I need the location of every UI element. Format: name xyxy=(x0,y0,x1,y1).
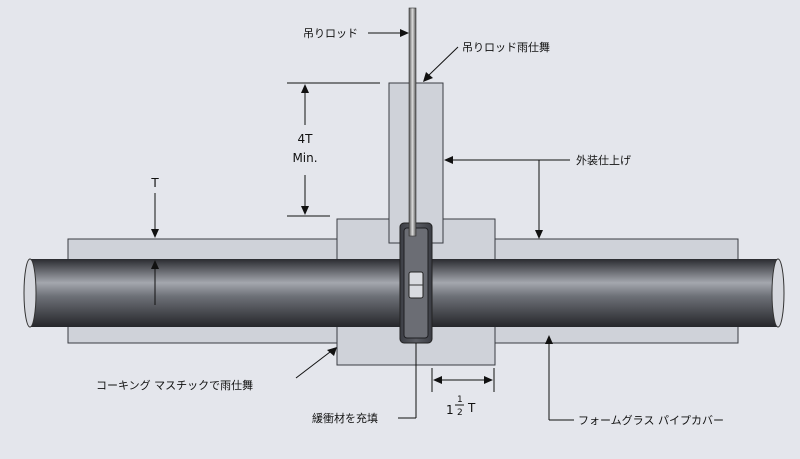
arrow-foamglas xyxy=(545,335,553,344)
dim-1half-arrow-right xyxy=(484,376,493,384)
label-fill-cushion: 緩衝材を充填 xyxy=(312,411,378,425)
hanger-rod xyxy=(408,7,417,237)
label-one-half-whole: 1 xyxy=(446,403,454,417)
dim-4t-arrow-top xyxy=(301,84,309,93)
label-exterior-finish: 外装仕上げ xyxy=(576,154,631,167)
label-caulking: コーキング マスチックで雨仕舞 xyxy=(96,378,253,392)
arrow-exterior-finish-2 xyxy=(535,230,543,239)
dim-t-arrow-bottom xyxy=(151,260,159,269)
label-one-and-half-t: 1 1 2 T xyxy=(446,395,476,418)
label-four-t: 4T xyxy=(298,132,314,146)
dim-1half-arrow-left xyxy=(433,376,442,384)
arrow-hanger-rod xyxy=(400,29,409,37)
dim-t-arrow-top xyxy=(151,229,159,238)
leader-caulking xyxy=(295,351,331,379)
pipe-end-left xyxy=(23,258,37,328)
label-foamglas-cover: フォームグラス パイプカバー xyxy=(578,413,724,427)
label-one-half-t: T xyxy=(467,401,476,415)
arrow-caulking xyxy=(327,347,337,356)
label-one-half-num: 1 xyxy=(457,395,463,405)
arrow-exterior-finish-1 xyxy=(444,156,453,164)
label-min: Min. xyxy=(292,151,317,165)
label-rod-weatherproof: 吊りロッド雨仕舞 xyxy=(462,41,550,54)
label-hanger-rod: 吊りロッド xyxy=(303,27,358,40)
leader-rod-weatherproof xyxy=(427,46,459,77)
pipe-end-right xyxy=(771,258,785,328)
dim-4t-arrow-bottom xyxy=(301,206,309,215)
arrow-rod-weatherproof xyxy=(423,72,433,82)
label-one-half-den: 2 xyxy=(457,408,463,418)
label-thickness-t: T xyxy=(150,176,159,190)
